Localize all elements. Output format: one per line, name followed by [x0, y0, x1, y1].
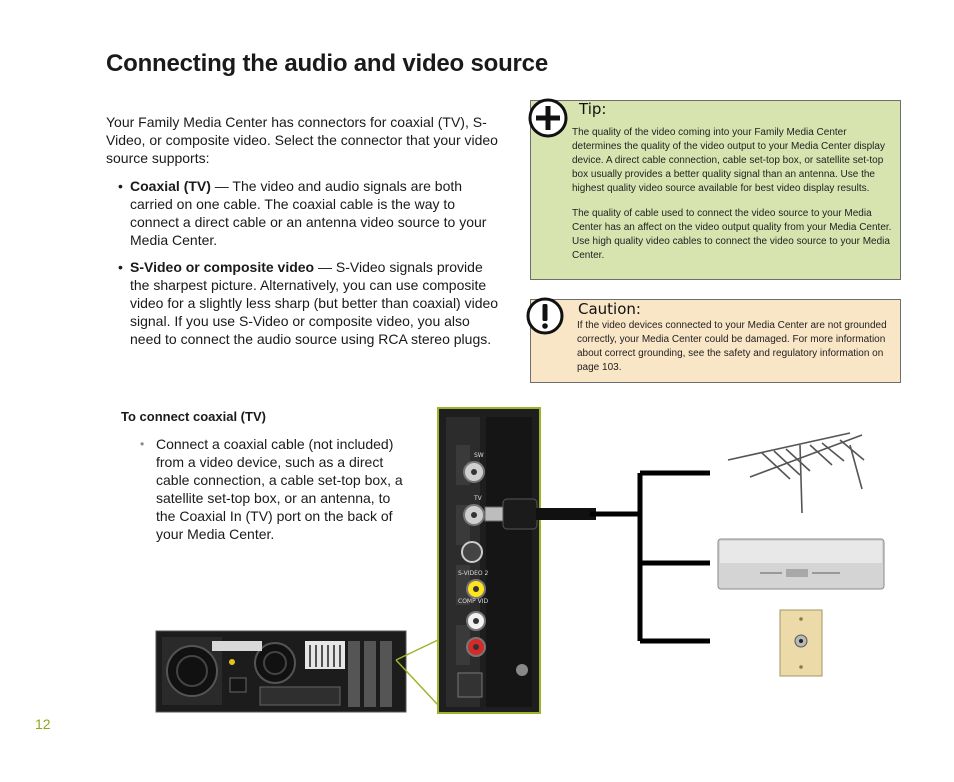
- bullet-marker: •: [118, 259, 123, 275]
- procedure-step: • Connect a coaxial cable (not included)…: [140, 435, 410, 543]
- caution-box: Caution: If the video devices connected …: [526, 297, 901, 383]
- bullet-term: Coaxial (TV): [130, 178, 211, 194]
- tip-body: The quality of the video coming into you…: [572, 126, 894, 274]
- bullet-text: — S-Video signals provide the sharpest p…: [130, 259, 499, 347]
- media-center-back-image: [155, 630, 407, 713]
- page-number: 12: [35, 716, 51, 732]
- step-marker: •: [140, 437, 145, 451]
- connection-illustration: SW TV S-VIDEO 2 COMP VID: [155, 407, 885, 714]
- exclamation-icon: [526, 297, 564, 335]
- page-title: Connecting the audio and video source: [106, 50, 548, 77]
- panel-label: S-VIDEO 2: [458, 570, 489, 577]
- caution-title: Caution:: [578, 300, 641, 318]
- panel-label: COMP VID: [458, 598, 488, 605]
- panel-label: TV: [473, 495, 483, 502]
- step-text: Connect a coaxial cable (not included) f…: [156, 436, 403, 542]
- bullet-coaxial: • Coaxial (TV) — The video and audio sig…: [118, 177, 500, 249]
- panel-label: SW: [474, 452, 484, 459]
- zoomed-connector-panel: SW TV S-VIDEO 2 COMP VID: [437, 407, 541, 714]
- caution-body: If the video devices connected to your M…: [577, 320, 887, 373]
- tip-paragraph: The quality of cable used to connect the…: [572, 208, 892, 261]
- tip-paragraph: The quality of the video coming into you…: [572, 127, 885, 194]
- tip-title: Tip:: [579, 100, 607, 118]
- tip-box: Tip: The quality of the video coming int…: [528, 98, 901, 280]
- bullet-term: S-Video or composite video: [130, 259, 315, 275]
- wall-jack-image: [779, 609, 823, 677]
- set-top-box-image: [717, 538, 885, 590]
- coaxial-cable-plug: [484, 498, 596, 530]
- antenna-image: [727, 432, 865, 514]
- plus-icon: [528, 98, 568, 138]
- bullet-marker: •: [118, 178, 123, 194]
- bullet-svideo: • S-Video or composite video — S-Video s…: [118, 258, 500, 348]
- intro-paragraph: Your Family Media Center has connectors …: [106, 114, 498, 166]
- procedure-heading: To connect coaxial (TV): [121, 409, 266, 424]
- bullet-text: — The video and audio signals are both c…: [130, 178, 487, 248]
